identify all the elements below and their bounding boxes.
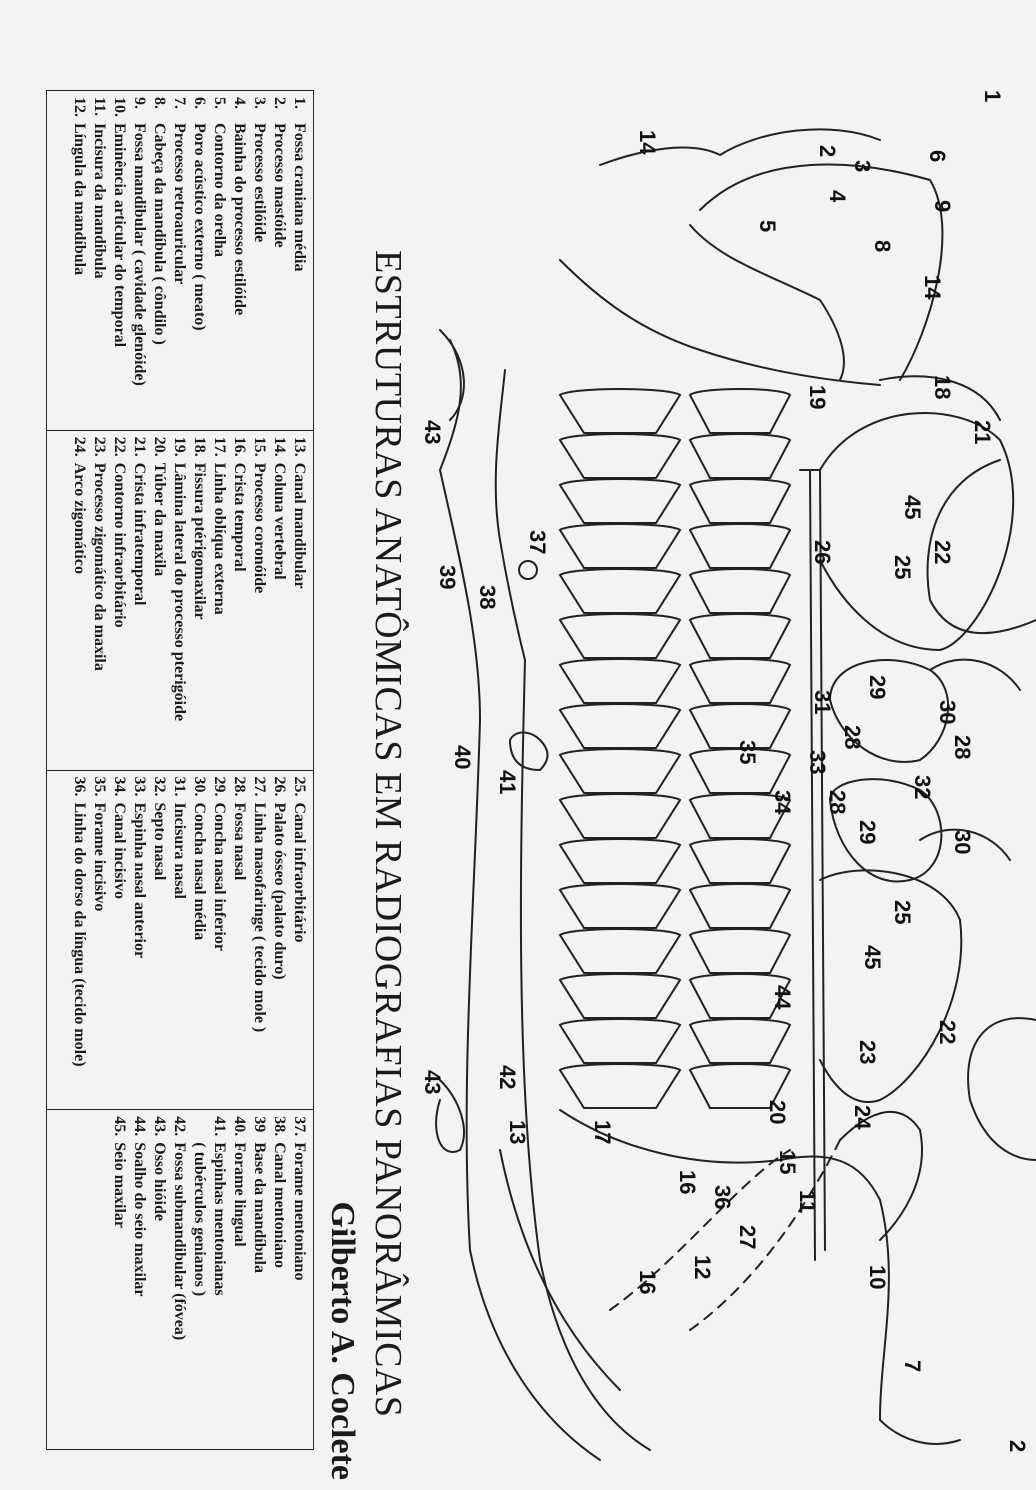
diagram-label-19: 19 [805,385,830,409]
diagram-label-25: 25 [890,900,915,924]
diagram-label-16: 16 [635,1270,660,1294]
diagram-label-23: 23 [855,1040,880,1064]
diagram-label-10: 10 [865,1265,890,1289]
diagram-label-45: 45 [900,495,925,519]
diagram-label-3: 3 [850,160,875,172]
diagram-label-29: 29 [865,675,890,699]
lower-tooth [558,568,682,614]
lower-tooth [558,748,682,794]
diagram-label-30: 30 [950,830,975,854]
diagram-label-22: 22 [935,1020,960,1044]
diagram-label-32: 32 [910,775,935,799]
diagram-label-1: 1 [980,90,1005,102]
diagram-label-14: 14 [635,130,660,155]
upper-tooth [688,613,792,659]
diagram-label-22: 22 [930,540,955,564]
upper-tooth [688,1018,792,1064]
lower-tooth [558,1018,682,1064]
lower-tooth [558,613,682,659]
lower-tooth [558,973,682,1019]
diagram-label-40: 40 [450,745,475,769]
lower-tooth [558,703,682,749]
diagram-label-37: 37 [525,530,550,554]
diagram-label-12: 12 [690,1255,715,1279]
diagram-label-30: 30 [935,700,960,724]
diagram-label-35: 35 [735,740,760,764]
diagram-label-24: 24 [850,1105,875,1130]
upper-tooth [688,1063,792,1109]
upper-tooth [688,928,792,974]
upper-tooth [688,478,792,524]
lower-tooth [558,793,682,839]
diagram-label-14: 14 [920,275,945,300]
lower-tooth [558,433,682,479]
diagram-label-39: 39 [435,565,460,589]
diagram-label-34: 34 [770,790,795,815]
upper-tooth [688,523,792,569]
upper-tooth [688,703,792,749]
lower-tooth [558,838,682,884]
upper-tooth [688,973,792,1019]
diagram-label-21: 21 [970,420,995,444]
diagram-label-15: 15 [775,1150,800,1174]
upper-tooth [688,793,792,839]
lower-tooth [558,883,682,929]
diagram-label-43: 43 [420,1070,445,1094]
diagram-label-36: 36 [710,1185,735,1209]
diagram-label-11: 11 [795,1190,820,1213]
lower-tooth [558,478,682,524]
diagram-label-45: 45 [860,945,885,969]
upper-tooth [688,748,792,794]
diagram-label-9: 9 [930,200,955,212]
diagram-label-7: 7 [900,1360,925,1372]
diagram-label-38: 38 [475,585,500,609]
diagram-label-2: 2 [815,145,840,157]
lower-tooth [558,1063,682,1109]
diagram-label-6: 6 [925,150,950,162]
diagram-label-13: 13 [505,1120,530,1144]
diagram-label-33: 33 [805,750,830,774]
diagram-label-4: 4 [825,190,850,203]
diagram-label-2: 2 [1005,1440,1030,1452]
diagram-label-17: 17 [590,1120,615,1144]
diagram-label-42: 42 [495,1065,520,1089]
lower-tooth [558,658,682,704]
diagram-label-26: 26 [810,540,835,564]
diagram-label-8: 8 [870,240,895,252]
upper-tooth [688,838,792,884]
diagram-label-16: 16 [675,1170,700,1194]
diagram-label-28: 28 [950,735,975,759]
upper-tooth [688,658,792,704]
upper-tooth [688,883,792,929]
lower-tooth [558,928,682,974]
diagram-label-43: 43 [420,420,445,444]
diagram-label-28: 28 [825,790,850,814]
upper-tooth [688,388,792,434]
diagram-label-29: 29 [855,820,880,844]
diagram-label-25: 25 [890,555,915,579]
upper-tooth [688,433,792,479]
lower-tooth [558,388,682,434]
diagram-label-41: 41 [495,770,520,794]
diagram-label-18: 18 [930,375,955,399]
diagram-label-28: 28 [840,725,865,749]
diagram-label-5: 5 [755,220,780,232]
diagram-label-44: 44 [770,985,795,1010]
diagram-label-31: 31 [810,690,835,714]
diagram-label-20: 20 [765,1100,790,1124]
lower-tooth [558,523,682,569]
diagram-label-27: 27 [735,1225,760,1249]
upper-tooth [688,568,792,614]
